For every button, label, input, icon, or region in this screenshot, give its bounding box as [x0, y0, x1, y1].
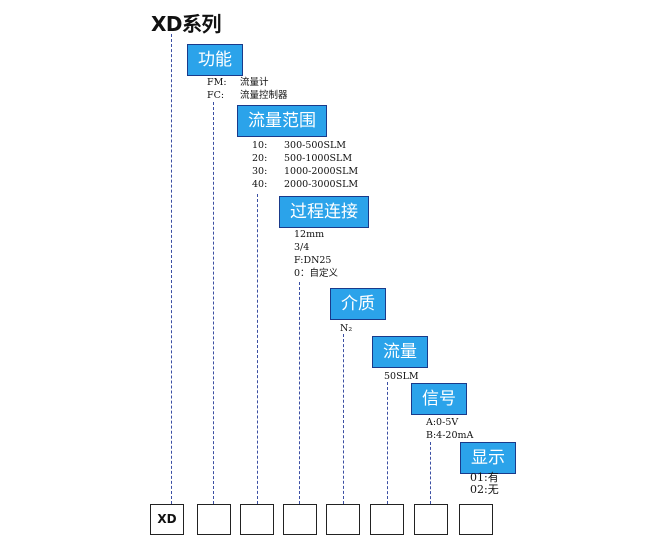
connection-option: 0：自定义 — [294, 268, 339, 279]
display-option-no: 02:无 — [470, 483, 499, 496]
signal-option-b: B:4-20mA — [426, 430, 474, 441]
connection-options: 12mm 3/4 F:DN25 0：自定义 — [294, 228, 338, 280]
connector-line-flow — [387, 382, 388, 504]
medium-option: N₂ — [340, 323, 353, 334]
connection-option: 3/4 — [294, 242, 310, 253]
flow-range-option: 10:300-500SLM — [252, 140, 347, 151]
connector-line-xd — [171, 34, 172, 504]
flow-range-header: 流量范围 — [237, 105, 327, 137]
function-header: 功能 — [187, 44, 243, 76]
flow-range-option: 40:2000-3000SLM — [252, 179, 359, 190]
code-box-medium — [326, 504, 360, 535]
connector-line-flow-range — [257, 194, 258, 504]
function-option-fc: FC:流量控制器 — [207, 90, 288, 101]
display-header: 显示 — [460, 442, 516, 474]
signal-header: 信号 — [411, 383, 467, 415]
code-box-function — [197, 504, 231, 535]
code-box-flow-range — [240, 504, 274, 535]
code-box-flow — [370, 504, 404, 535]
diagram-title: XD系列 — [151, 12, 222, 36]
connector-line-medium — [343, 334, 344, 504]
code-box-connection — [283, 504, 317, 535]
flow-range-option: 20:500-1000SLM — [252, 153, 353, 164]
function-option-fm: FM:流量计 — [207, 77, 269, 88]
connector-line-connection — [299, 282, 300, 504]
flow-range-options: 10:300-500SLM 20:500-1000SLM 30:1000-200… — [252, 139, 358, 191]
flow-header: 流量 — [372, 336, 428, 368]
function-options: FM:流量计 FC:流量控制器 — [207, 76, 288, 102]
signal-option-a: A:0-5V — [426, 417, 459, 428]
connector-line-signal — [430, 442, 431, 504]
medium-header: 介质 — [330, 288, 386, 320]
display-option-yes: 01:有 — [470, 471, 499, 484]
code-box-signal — [414, 504, 448, 535]
code-box-display — [459, 504, 493, 535]
connection-option: F:DN25 — [294, 255, 332, 266]
connection-option: 12mm — [294, 229, 325, 240]
code-box-series: XD — [150, 504, 184, 535]
connector-line-function — [213, 102, 214, 504]
flow-range-option: 30:1000-2000SLM — [252, 166, 359, 177]
flow-option: 50SLM — [384, 371, 419, 382]
medium-options: N₂ — [340, 322, 352, 335]
display-options: 01:有 02:无 — [470, 472, 499, 496]
flow-options: 50SLM — [384, 370, 419, 383]
connection-header: 过程连接 — [279, 196, 369, 228]
signal-options: A:0-5V B:4-20mA — [426, 416, 473, 442]
